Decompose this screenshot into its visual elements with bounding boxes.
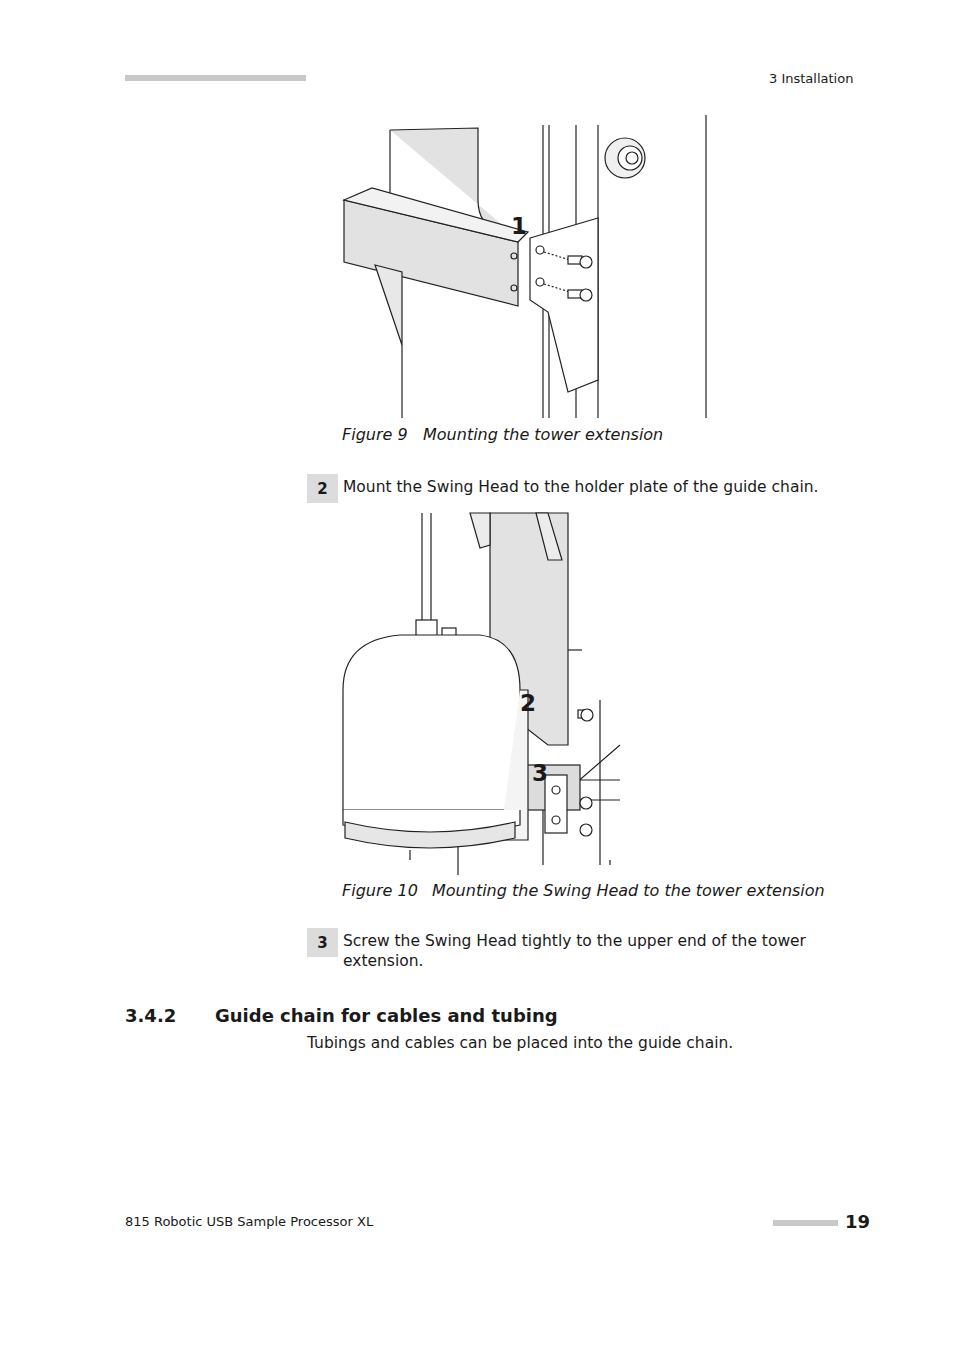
footer-title: 815 Robotic USB Sample Processor XL: [125, 1214, 373, 1231]
swing-head-figure: [343, 513, 620, 875]
figure-caption: Mounting the Swing Head to the tower ext…: [432, 881, 825, 902]
tower-extension-figure: [344, 115, 706, 418]
step-text: Screw the Swing Head tightly to the uppe…: [343, 931, 843, 971]
step-number: 2: [317, 480, 327, 498]
page-number: 19: [845, 1210, 870, 1233]
step-number: 3: [317, 934, 327, 952]
section-number: 3.4.2: [125, 1004, 176, 1027]
figure-number: Figure 10: [342, 881, 418, 902]
figure-caption: Mounting the tower extension: [423, 425, 663, 446]
section-heading: Guide chain for cables and tubing: [215, 1004, 558, 1027]
step-text: Mount the Swing Head to the holder plate…: [343, 477, 818, 497]
callout-number: 3: [532, 759, 548, 789]
figure-number: Figure 9: [342, 425, 408, 446]
step-number-box: 2: [307, 474, 338, 503]
running-header: 3 Installation: [769, 71, 853, 88]
step-number-box: 3: [307, 928, 338, 957]
callout-number: 2: [520, 689, 536, 719]
footer-marker: [773, 1220, 838, 1226]
callout-number: 1: [511, 212, 527, 242]
body-text: Tubings and cables can be placed into th…: [307, 1033, 733, 1053]
header-marker: [125, 75, 306, 81]
